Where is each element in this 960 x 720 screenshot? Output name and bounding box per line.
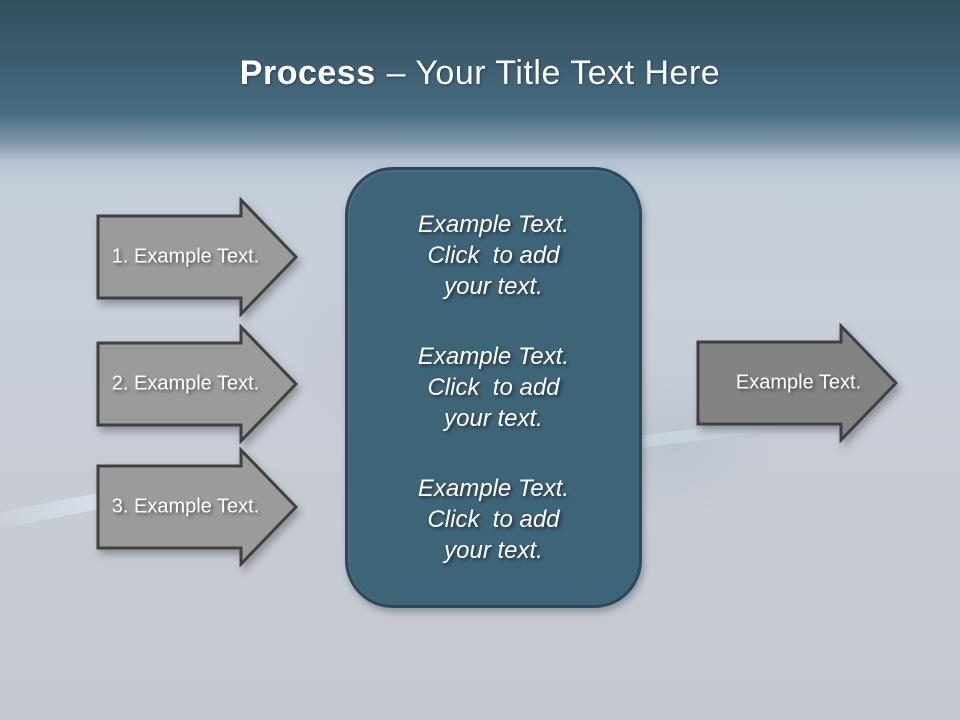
slide-title-rest: – Your Title Text Here (386, 54, 721, 92)
process-center-panel[interactable]: Example Text. Click to add your text. Ex… (345, 167, 642, 608)
right-arrow-shape (96, 447, 299, 567)
step-2-label: 2. Example Text. (111, 372, 260, 395)
panel-placeholder-text-3[interactable]: Example Text. Click to add your text. (417, 475, 570, 564)
slide-title-emphasis: Process (239, 54, 376, 92)
step-1-label: 1. Example Text. (111, 245, 260, 268)
panel-placeholder-text-1[interactable]: Example Text. Click to add your text. (417, 211, 570, 300)
right-arrow-shape (696, 323, 899, 443)
panel-placeholder-text-2[interactable]: Example Text. Click to add your text. (417, 343, 570, 432)
process-step-arrow-2[interactable]: 2. Example Text. (96, 324, 301, 444)
process-step-arrow-3[interactable]: 3. Example Text. (96, 447, 301, 567)
process-output-arrow[interactable]: Example Text. (696, 323, 901, 443)
slide-title[interactable]: Process – Your Title Text Here (0, 54, 960, 93)
right-arrow-shape (96, 197, 299, 317)
step-3-label: 3. Example Text. (111, 495, 260, 518)
output-arrow-label: Example Text. (735, 371, 862, 394)
right-arrow-shape (96, 324, 299, 444)
process-step-arrow-1[interactable]: 1. Example Text. (96, 197, 301, 317)
